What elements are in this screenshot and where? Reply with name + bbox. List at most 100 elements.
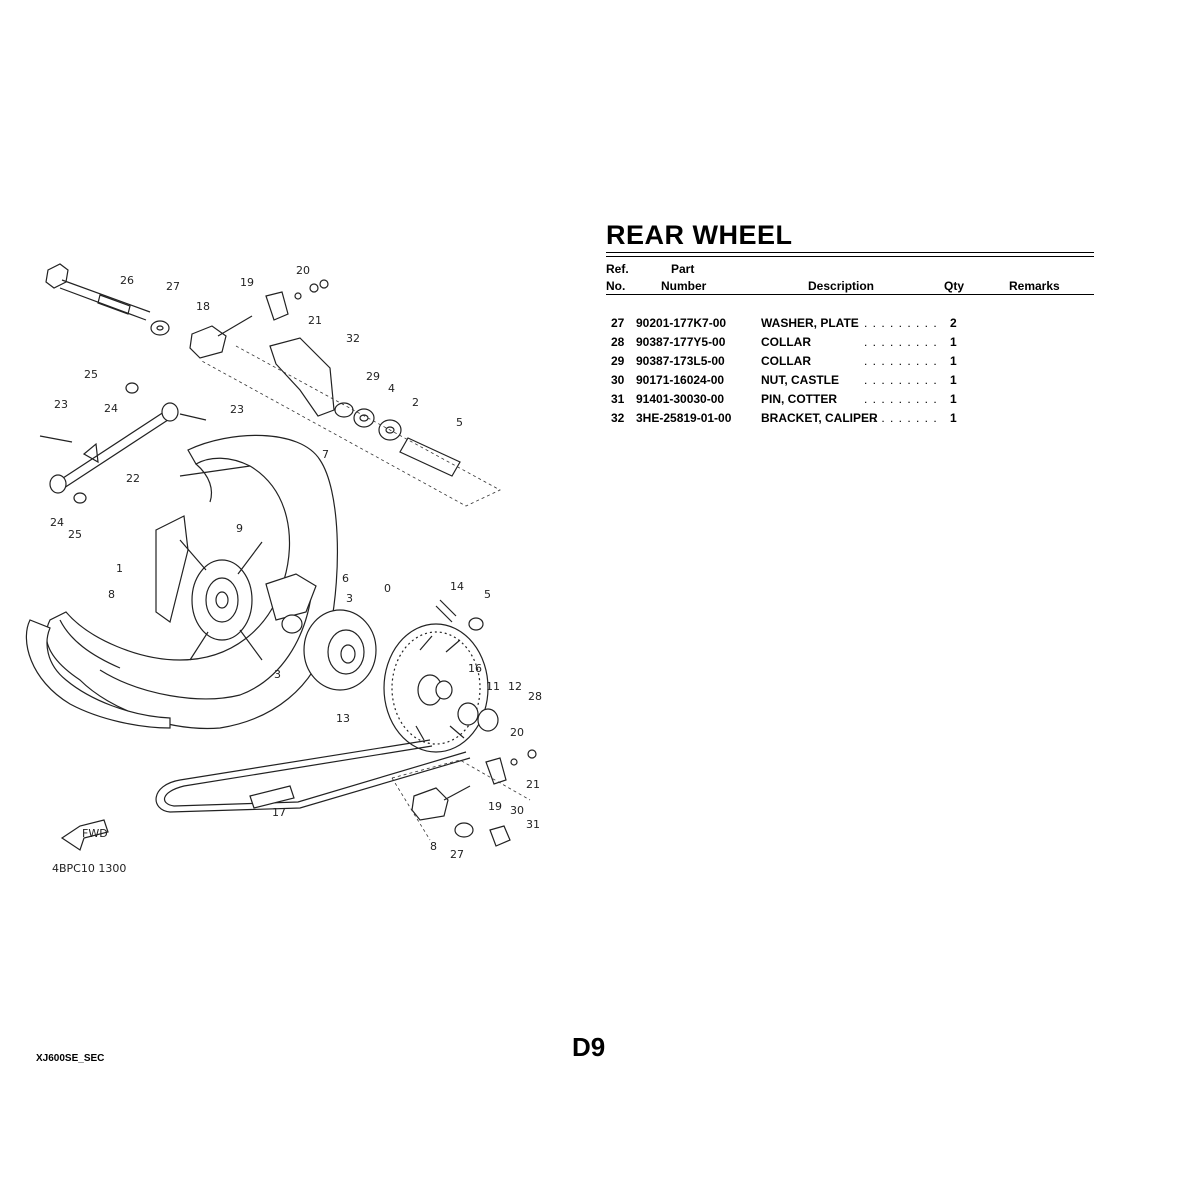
axle-bolt-illustration: [45, 263, 151, 321]
tension-bar-illustration: [39, 402, 207, 494]
adjuster-plate-illustration: [265, 291, 289, 321]
cell-part-number: 90171-16024-00: [636, 373, 725, 387]
clutch-hub-illustration: [303, 609, 377, 691]
model-code: XJ600SE_SEC: [36, 1053, 105, 1064]
callout-number: 7: [322, 448, 329, 461]
callout-number: 26: [120, 274, 134, 287]
callout-number: 20: [510, 726, 524, 739]
callout-number: 19: [240, 276, 254, 289]
callout-number: 2: [412, 396, 419, 409]
cell-qty: 1: [950, 411, 957, 425]
col-qty: Qty: [944, 279, 965, 293]
cell-qty: 1: [950, 392, 957, 406]
rear-wheel-exploded-diagram: FWD 262718192021322524232329425722242591…: [25, 263, 542, 875]
callout-number: 8: [430, 840, 437, 853]
cell-description: COLLAR: [761, 335, 811, 349]
cell-ref: 29: [611, 354, 625, 368]
callout-number: 30: [510, 804, 524, 817]
callout-number: 24: [50, 516, 64, 529]
callout-number: 25: [84, 368, 98, 381]
callout-number: 23: [230, 403, 244, 416]
leader-dots: . . . . . . . . . . . . . . . . . . . . …: [864, 316, 936, 330]
drawing-code: 4BPC10 1300: [52, 862, 126, 875]
rear-wheel-illustration: [45, 434, 338, 730]
cell-description: COLLAR: [761, 354, 811, 368]
callout-number: 16: [468, 662, 482, 675]
cell-description: WASHER, PLATE: [761, 316, 859, 330]
leader-dots: . . . . . . . . . . . . . . . . . . . . …: [864, 373, 936, 387]
cell-part-number: 90387-173L5-00: [636, 354, 725, 368]
cell-ref: 28: [611, 335, 625, 349]
callout-number: 18: [196, 300, 210, 313]
callout-number: 23: [54, 398, 68, 411]
title-rule-bottom: [606, 256, 1094, 257]
caliper-bracket-illustration: [269, 337, 335, 417]
callout-number: 4: [388, 382, 395, 395]
forward-direction-arrow: FWD: [60, 819, 109, 851]
cell-description: PIN, COTTER: [761, 392, 838, 406]
drive-chain-illustration: [155, 739, 471, 813]
washer-illustration: [150, 320, 170, 336]
table-row: 27 90201-177K7-00 WASHER, PLATE . . . . …: [606, 316, 1086, 334]
callout-number: 21: [308, 314, 322, 327]
cell-qty: 1: [950, 335, 957, 349]
leader-dots: . . . . . . . . . . . . . . . . . . . . …: [864, 354, 936, 368]
header-rule: [606, 294, 1094, 295]
title-rule-top: [606, 252, 1094, 253]
col-part-line2: Number: [661, 279, 707, 293]
col-ref-line1: Ref.: [606, 262, 629, 276]
callout-number: 9: [236, 522, 243, 535]
page-code: D9: [572, 1032, 606, 1062]
cell-ref: 31: [611, 392, 625, 406]
callout-number: 3: [346, 592, 353, 605]
callout-number: 8: [108, 588, 115, 601]
cell-qty: 1: [950, 373, 957, 387]
leader-dots: . . . . . . . . . . . . . . . . . . . . …: [864, 335, 936, 349]
callout-number: 27: [166, 280, 180, 293]
cell-qty: 2: [950, 316, 957, 330]
cell-ref: 27: [611, 316, 625, 330]
cell-part-number: 90387-177Y5-00: [636, 335, 726, 349]
table-row: 32 3HE-25819-01-00 BRACKET, CALIPER . . …: [606, 411, 1086, 429]
callout-number: 27: [450, 848, 464, 861]
cell-description: NUT, CASTLE: [761, 373, 839, 387]
callout-number: 13: [336, 712, 350, 725]
cell-part-number: 90201-177K7-00: [636, 316, 727, 330]
cell-description: BRACKET, CALIPER: [761, 411, 878, 425]
callout-number: 5: [456, 416, 463, 429]
callout-number: 32: [346, 332, 360, 345]
chain-adjuster-illustration: [189, 315, 253, 359]
col-ref-line2: No.: [606, 279, 626, 293]
callout-number: 3: [274, 668, 281, 681]
callout-number: 29: [366, 370, 380, 383]
table-row: 29 90387-173L5-00 COLLAR . . . . . . . .…: [606, 354, 1086, 372]
callout-number: 31: [526, 818, 540, 831]
callout-number: 21: [526, 778, 540, 791]
callout-number: 12: [508, 680, 522, 693]
cell-ref: 32: [611, 411, 625, 425]
table-row: 30 90171-16024-00 NUT, CASTLE . . . . . …: [606, 373, 1086, 391]
table-row: 31 91401-30030-00 PIN, COTTER . . . . . …: [606, 392, 1086, 410]
callout-number: 6: [342, 572, 349, 585]
callout-number: 17: [272, 806, 286, 819]
cell-part-number: 3HE-25819-01-00: [636, 411, 732, 425]
callout-number: 1: [116, 562, 123, 575]
cell-ref: 30: [611, 373, 625, 387]
callout-number: 5: [484, 588, 491, 601]
callout-number: 11: [486, 680, 500, 693]
callout-number: 19: [488, 800, 502, 813]
col-part-line1: Part: [671, 262, 695, 276]
fwd-label: FWD: [82, 827, 108, 840]
tire-illustration: [25, 619, 171, 729]
col-remarks: Remarks: [1009, 279, 1060, 293]
callout-number: 20: [296, 264, 310, 277]
callout-number: 24: [104, 402, 118, 415]
col-description: Description: [808, 279, 875, 293]
cell-part-number: 91401-30030-00: [636, 392, 725, 406]
callout-number: 14: [450, 580, 464, 593]
page-title: REAR WHEEL: [606, 220, 793, 250]
callout-number: 28: [528, 690, 542, 703]
table-row: 28 90387-177Y5-00 COLLAR . . . . . . . .…: [606, 335, 1086, 353]
